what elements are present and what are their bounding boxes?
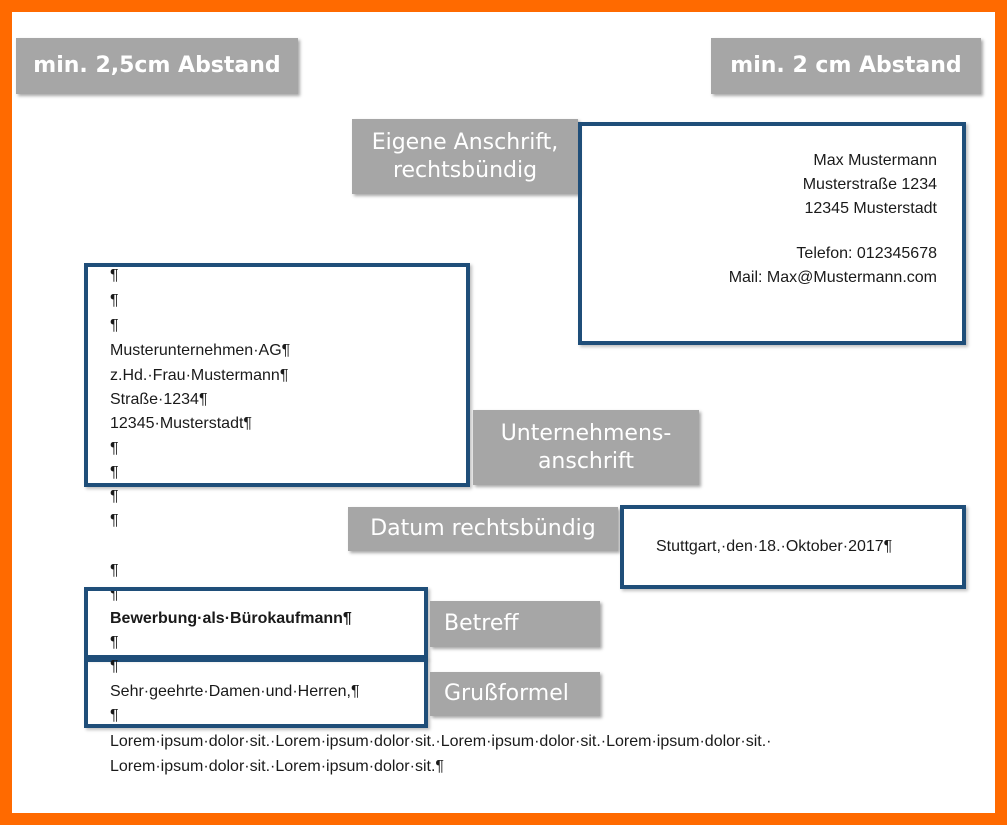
date-line: Stuttgart,·den·18.·Oktober·2017¶ [656, 538, 893, 555]
subject-frame [84, 587, 428, 659]
subject-label: Betreff [430, 601, 600, 647]
date-label: Datum rechtsbündig [348, 507, 618, 551]
subject-line: Bewerbung·als·Bürokaufmann¶ [110, 610, 352, 627]
sender-street: Musterstraße 1234 [802, 176, 937, 193]
left-margin-label: min. 2,5cm Abstand [16, 38, 298, 94]
paragraph-mark: ¶ [110, 317, 119, 334]
right-margin-label: min. 2 cm Abstand [711, 38, 981, 94]
paragraph-mark: ¶ [110, 267, 119, 284]
company-address-label: Unternehmens- anschrift [473, 410, 699, 485]
greeting-label: Grußformel [430, 672, 600, 716]
paragraph-mark: ¶ [110, 292, 119, 309]
greeting-frame [84, 658, 428, 728]
company-address-label-line2: anschrift [537, 448, 635, 474]
date-frame [620, 505, 966, 589]
recipient-company: Musterunternehmen·AG¶ [110, 342, 291, 359]
greeting-line: Sehr·geehrte·Damen·und·Herren,¶ [110, 683, 360, 700]
recipient-attn: z.Hd.·Frau·Mustermann¶ [110, 367, 289, 384]
paragraph-mark: ¶ [110, 562, 119, 579]
paragraph-mark: ¶ [110, 634, 119, 651]
own-address-label-line2: rechtsbündig [392, 157, 538, 183]
sender-name: Max Mustermann [813, 152, 937, 169]
body-text-line: Lorem·ipsum·dolor·sit.·Lorem·ipsum·dolor… [110, 758, 444, 775]
own-address-label-line1: Eigene Anschrift, [371, 130, 559, 155]
paragraph-mark: ¶ [110, 464, 119, 481]
letter-page: min. 2,5cm Abstand min. 2 cm Abstand Eig… [12, 12, 995, 813]
sender-phone: Telefon: 012345678 [796, 245, 937, 262]
paragraph-mark: ¶ [110, 658, 119, 675]
sender-address-frame [578, 122, 966, 345]
company-address-label-line1: Unternehmens- [500, 421, 672, 446]
own-address-label: Eigene Anschrift, rechtsbündig [352, 119, 578, 194]
paragraph-mark: ¶ [110, 512, 119, 529]
recipient-address-frame [84, 263, 470, 487]
paragraph-mark: ¶ [110, 707, 119, 724]
sender-city: 12345 Musterstadt [804, 200, 937, 217]
recipient-street: Straße·1234¶ [110, 391, 208, 408]
paragraph-mark: ¶ [110, 440, 119, 457]
paragraph-mark: ¶ [110, 586, 119, 603]
body-text-line: Lorem·ipsum·dolor·sit.·Lorem·ipsum·dolor… [110, 733, 772, 750]
recipient-city: 12345·Musterstadt¶ [110, 415, 252, 432]
sender-mail: Mail: Max@Mustermann.com [728, 269, 937, 286]
paragraph-mark: ¶ [110, 488, 119, 505]
